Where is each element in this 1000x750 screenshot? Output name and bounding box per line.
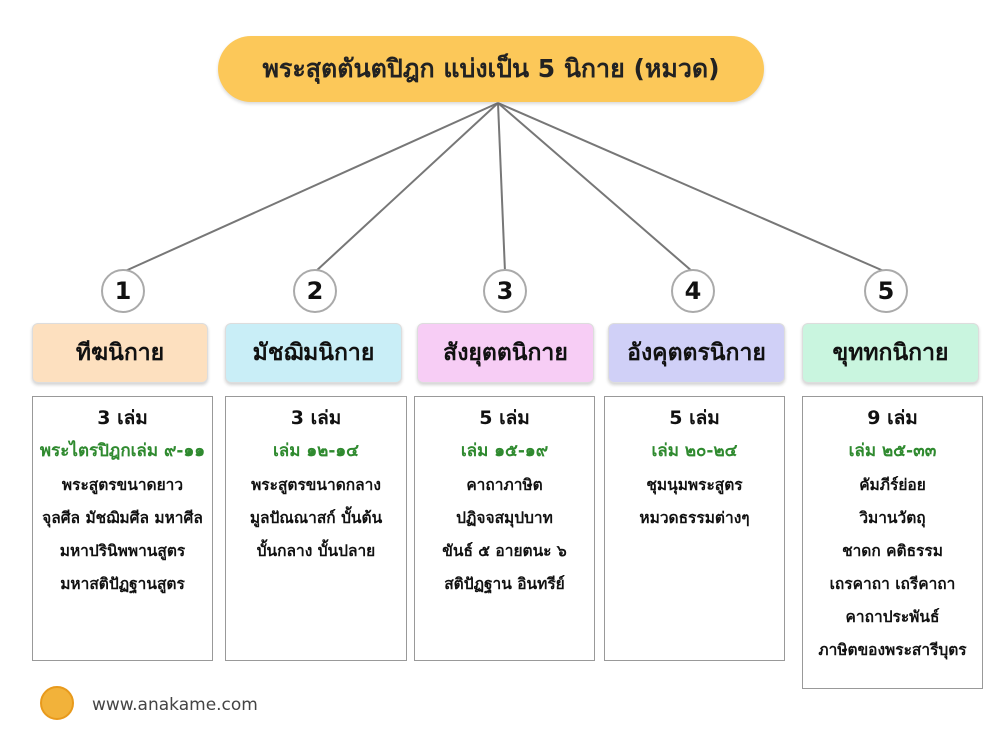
connector-line <box>122 102 499 273</box>
content-item: คาถาภาษิต <box>466 476 543 494</box>
content-item: มหาสติปัฏฐานสูตร <box>60 575 185 593</box>
nikaya-number: 3 <box>483 269 527 313</box>
content-item: มหาปรินิพพานสูตร <box>59 542 186 560</box>
connector-line <box>497 102 506 273</box>
content-item: พระสูตรขนาดกลาง <box>251 476 381 494</box>
volume-range: พระไตรปิฎกเล่ม ๙-๑๑ <box>39 441 206 461</box>
content-item: พระสูตรขนาดยาว <box>61 476 184 494</box>
nikaya-number: 4 <box>671 269 715 313</box>
nikaya-detail-box: 3 เล่มเล่ม ๑๒-๑๔พระสูตรขนาดกลางมูลปัณณาส… <box>225 396 407 661</box>
volume-count: 9 เล่ม <box>867 407 918 429</box>
nikaya-name: สังยุตตนิกาย <box>417 323 594 383</box>
volume-count: 3 เล่ม <box>97 407 148 429</box>
content-item: มูลปัณณาสก์ บั้นต้น <box>249 509 383 527</box>
content-item: วิมานวัตถุ <box>859 509 926 527</box>
anakame-logo <box>40 686 74 720</box>
content-item: สติปัฏฐาน อินทรีย์ <box>444 575 565 593</box>
nikaya-number: 5 <box>864 269 908 313</box>
content-item: คาถาประพันธ์ <box>845 608 940 626</box>
connector-line <box>497 102 694 273</box>
diagram-title: พระสุตตันตปิฎก แบ่งเป็น 5 นิกาย (หมวด) <box>218 36 764 102</box>
volume-count: 3 เล่ม <box>290 407 342 429</box>
content-item: จุลศีล มัชฌิมศีล มหาศีล <box>42 509 203 527</box>
content-item: เถรคาถา เถรีคาถา <box>829 575 956 593</box>
volume-range: เล่ม ๑๒-๑๔ <box>272 441 360 461</box>
website-url: www.anakame.com <box>92 695 258 715</box>
volume-range: เล่ม ๒๐-๒๔ <box>651 441 738 461</box>
content-item: คัมภีร์ย่อย <box>859 476 926 494</box>
nikaya-detail-box: 5 เล่มเล่ม ๒๐-๒๔ชุมนุมพระสูตรหมวดธรรมต่า… <box>604 396 785 661</box>
nikaya-name: ทีฆนิกาย <box>32 323 208 383</box>
content-item: ชุมนุมพระสูตร <box>646 476 743 494</box>
content-item: ขันธ์ ๕ อายตนะ ๖ <box>442 542 567 560</box>
connector-line <box>497 102 887 273</box>
nikaya-name: ขุททกนิกาย <box>802 323 979 383</box>
content-item: ภาษิตของพระสารีบุตร <box>818 641 967 659</box>
content-item: ปฏิจจสมุปบาท <box>456 509 553 527</box>
content-item: ชาดก คติธรรม <box>842 542 943 560</box>
content-item: หมวดธรรมต่างๆ <box>639 509 750 527</box>
content-item: บั้นกลาง บั้นปลาย <box>256 542 376 560</box>
nikaya-detail-box: 3 เล่มพระไตรปิฎกเล่ม ๙-๑๑พระสูตรขนาดยาวจ… <box>32 396 213 661</box>
nikaya-name: อังคุตตรนิกาย <box>608 323 785 383</box>
volume-count: 5 เล่ม <box>669 407 720 429</box>
nikaya-number: 1 <box>101 269 145 313</box>
nikaya-detail-box: 9 เล่มเล่ม ๒๕-๓๓คัมภีร์ย่อยวิมานวัตถุชาด… <box>802 396 983 689</box>
nikaya-name: มัชฌิมนิกาย <box>225 323 402 383</box>
volume-range: เล่ม ๑๕-๑๙ <box>460 441 549 461</box>
volume-count: 5 เล่ม <box>479 407 530 429</box>
volume-range: เล่ม ๒๕-๓๓ <box>848 441 937 461</box>
connector-line <box>314 102 499 273</box>
nikaya-detail-box: 5 เล่มเล่ม ๑๕-๑๙คาถาภาษิตปฏิจจสมุปบาทขัน… <box>414 396 595 661</box>
nikaya-number: 2 <box>293 269 337 313</box>
